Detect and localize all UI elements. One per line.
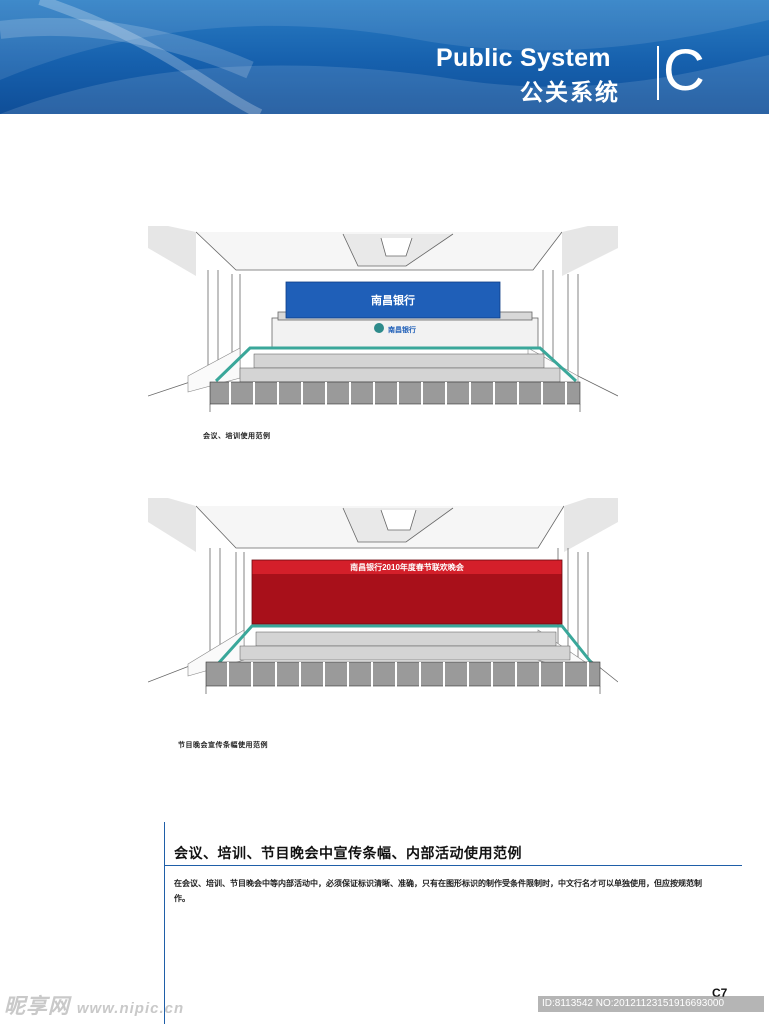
caption-gala: 节目晚会宣传条幅使用范例 (178, 742, 268, 749)
watermark-url: www.nipic.cn (76, 1000, 185, 1017)
section-horizontal-rule (164, 865, 742, 866)
section-body: 在会议、培训、节目晚会中等内部活动中，必须保证标识清晰、准确，只有在图形标识的制… (174, 879, 702, 903)
section-title: 会议、培训、节目晚会中宣传条幅、内部活动使用范例 (174, 845, 522, 861)
conference-hall-illustration: 南昌银行 南昌银行 (147, 226, 619, 426)
header-title-en: Public System (436, 44, 611, 72)
header-title-cn: 公关系统 (520, 79, 620, 105)
banner-text-1: 南昌银行 (371, 293, 415, 307)
banner-text-2: 南昌银行2010年度春节联欢晚会 (350, 562, 464, 572)
gala-hall-illustration: 南昌银行2010年度春节联欢晚会 (147, 498, 619, 706)
bank-logo: 南昌银行 (374, 323, 416, 334)
bank-logo-text: 南昌银行 (388, 325, 416, 334)
page-header: Public System 公关系统 C (0, 0, 769, 114)
header-wave-graphic (0, 0, 769, 114)
header-section-letter: C (663, 38, 705, 103)
watermark-logo: 昵享网 www.nipic.cn (4, 990, 184, 1020)
header-divider (657, 46, 659, 100)
watermark-name: 昵享网 (4, 995, 70, 1018)
caption-conference: 会议、培训使用范例 (203, 433, 271, 440)
section-vertical-rule (164, 822, 165, 1024)
watermark-id: ID:8113542 NO:20121123151916693000 (538, 996, 764, 1012)
